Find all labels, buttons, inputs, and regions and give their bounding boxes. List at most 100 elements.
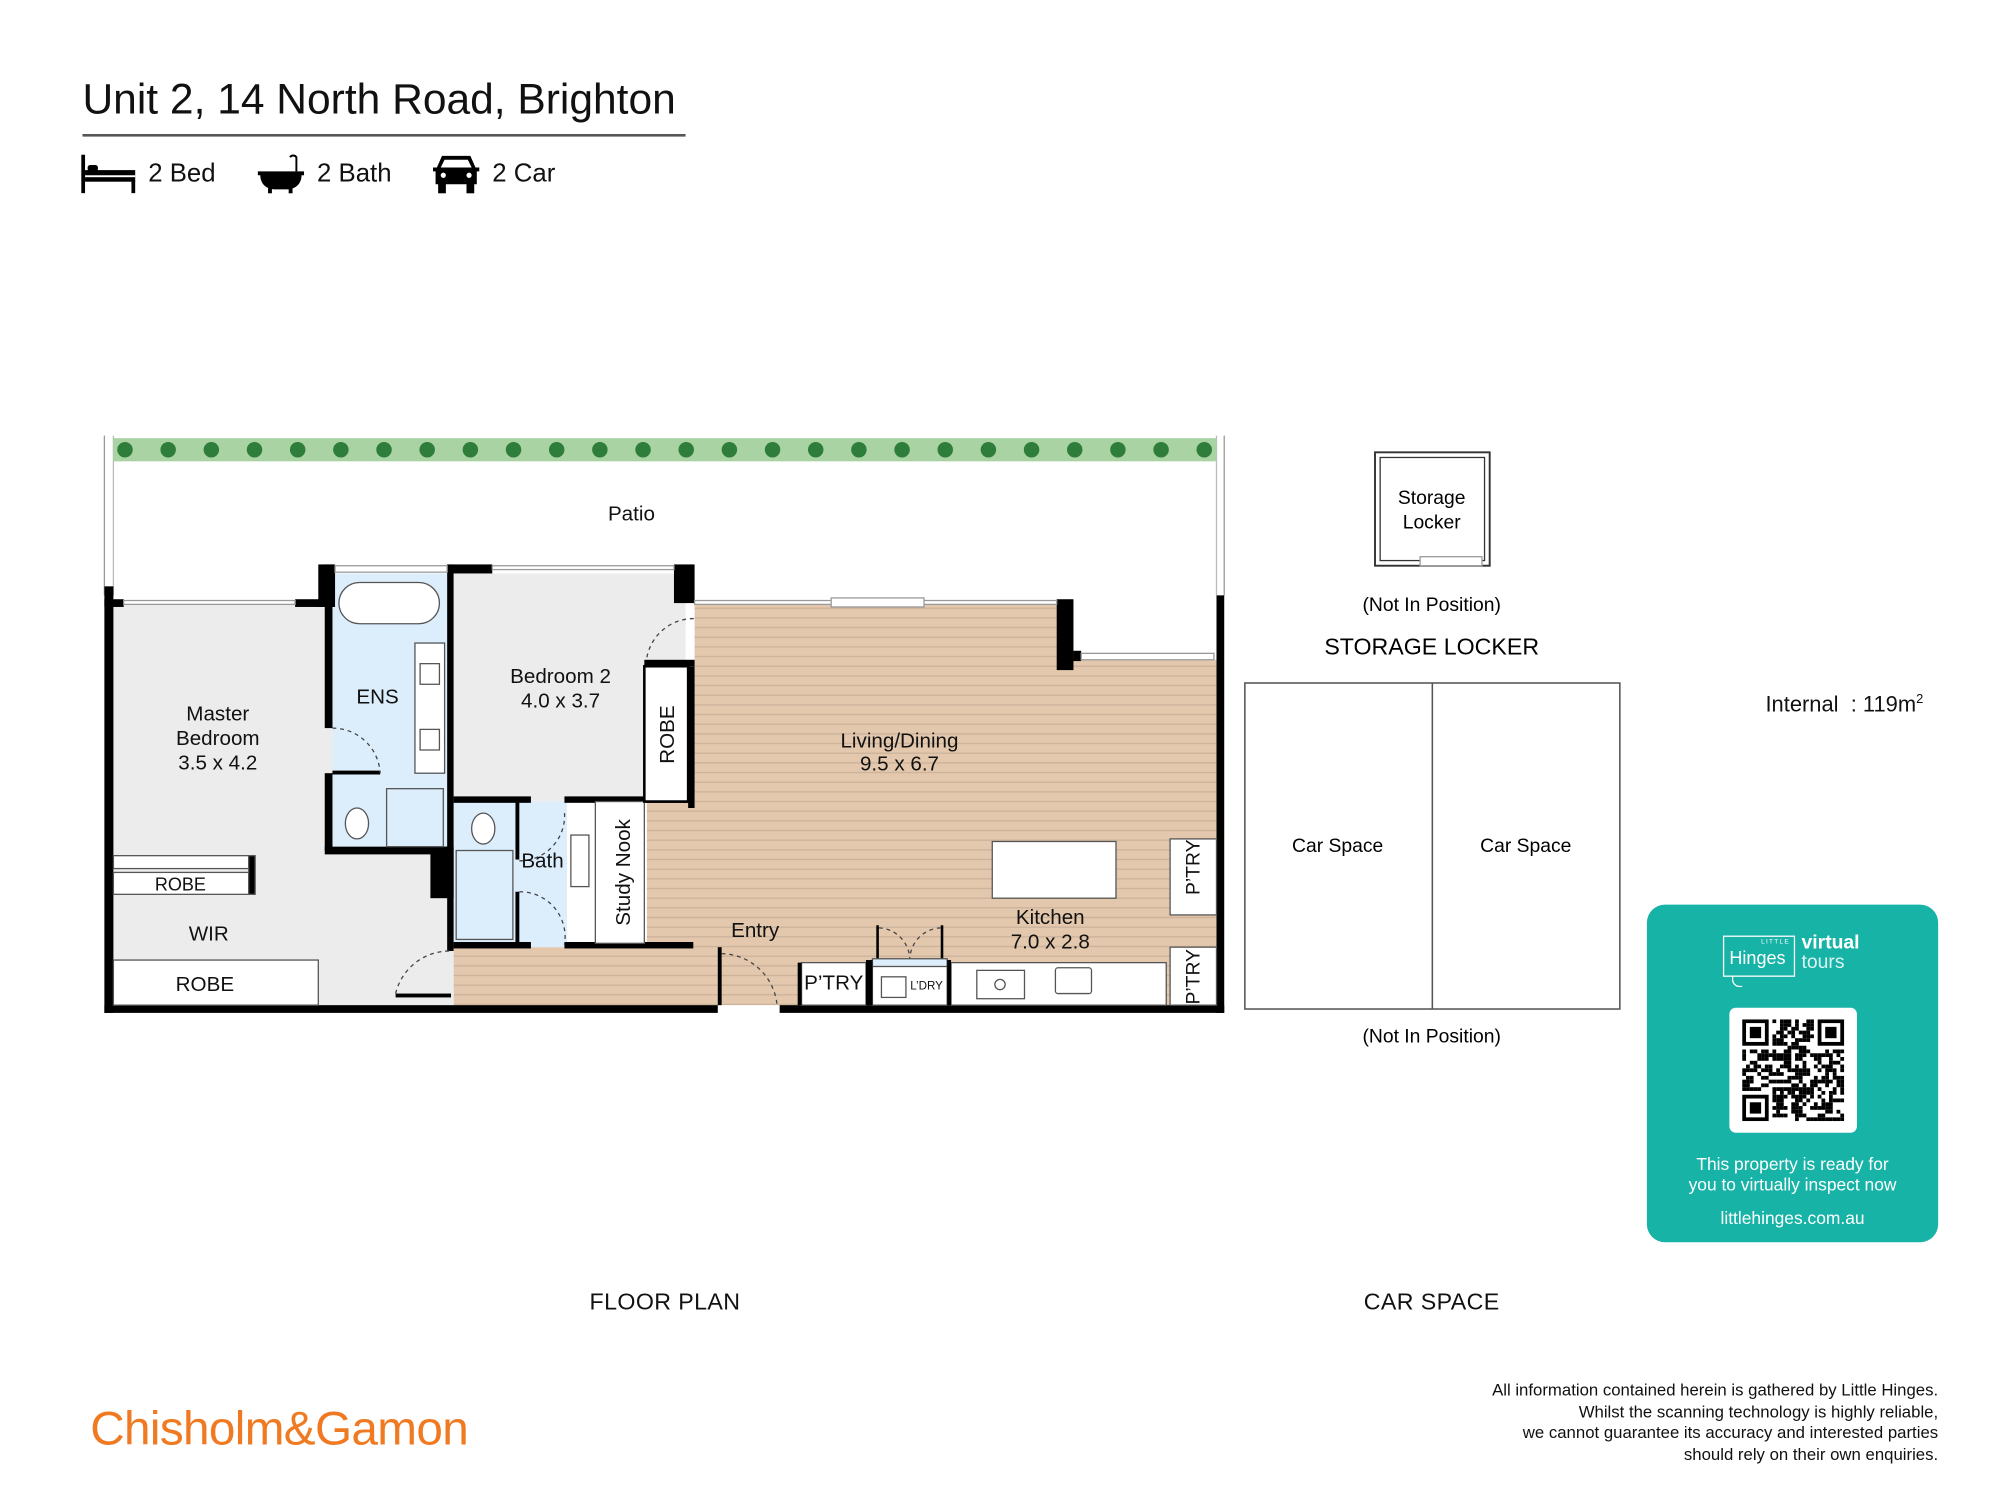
robe-lower — [112, 959, 319, 1006]
bathtub — [338, 581, 441, 625]
label-robe-bed2: ROBE — [656, 705, 679, 763]
living-floor — [453, 603, 1217, 1006]
little-hinges-logo: LITTLE Hinges — [1722, 935, 1796, 988]
study-nook-desk — [594, 800, 645, 944]
hedge-shrub — [160, 442, 176, 458]
hedge-shrub — [419, 442, 435, 458]
car-space-caption: CAR SPACE — [1363, 1288, 1500, 1315]
feature-car: 2 Car — [432, 152, 555, 196]
kitchen-sink — [1054, 967, 1093, 995]
hedge-shrub — [462, 442, 479, 458]
card-line-2: you to virtually inspect now — [1688, 1175, 1897, 1195]
qr-code[interactable] — [1729, 1007, 1857, 1133]
hedge-shrub — [807, 442, 824, 458]
hedge-shrub — [376, 442, 392, 458]
disclaimer-line: should rely on their own enquiries. — [1683, 1443, 1939, 1464]
label-patio: Patio — [608, 503, 655, 526]
label-bath: Bath — [521, 849, 563, 872]
patio — [103, 435, 1225, 601]
label-robe-upper: ROBE — [155, 874, 206, 894]
door-swings — [332, 617, 941, 1006]
virtual-tour-card[interactable]: LITTLE Hinges virtual tours This propert… — [1646, 904, 1939, 1243]
label-pantry-right-upper: P’TRY — [1184, 839, 1205, 895]
car-space-1: Car Space — [1292, 836, 1383, 857]
feature-bed: 2 Bed — [81, 152, 216, 196]
area-separator: : — [1850, 692, 1863, 717]
card-url[interactable]: littlehinges.com.au — [1720, 1208, 1865, 1229]
hedge-shrub — [203, 442, 220, 458]
label-master-2: Bedroom — [176, 727, 260, 750]
storage-heading: STORAGE LOCKER — [1324, 634, 1539, 660]
label-pantry-bottom: P’TRY — [804, 972, 863, 995]
hedge — [113, 438, 1217, 462]
internal-area: Internal : 119m2 — [1765, 692, 1923, 718]
sink — [419, 728, 441, 751]
hedge-shrub — [894, 442, 910, 458]
storage-label-2: Locker — [1403, 512, 1462, 533]
hedge-shrub — [851, 442, 867, 458]
hedge-shrub — [937, 442, 953, 458]
floor-plan-caption: FLOOR PLAN — [589, 1288, 741, 1315]
hedge-shrub — [980, 442, 997, 458]
hedge-shrub — [678, 442, 694, 458]
area-value: 119m — [1862, 692, 1917, 717]
disclaimer: All information contained herein is gath… — [1492, 1380, 1938, 1465]
hedge-shrub — [548, 442, 565, 458]
label-entry: Entry — [731, 919, 780, 942]
disclaimer-line: we cannot guarantee its accuracy and int… — [1522, 1422, 1939, 1443]
card-line-1: This property is ready for — [1696, 1154, 1889, 1174]
car-space-note: (Not In Position) — [1362, 1027, 1500, 1048]
label-kitchen-dims: 7.0 x 2.8 — [1011, 930, 1090, 953]
sink — [419, 663, 441, 685]
label-living-dims: 9.5 x 6.7 — [860, 753, 939, 776]
label-living: Living/Dining — [840, 729, 958, 752]
hedge-shrub — [721, 442, 738, 458]
storage-locker: Storage Locker (Not In Position) STORAGE… — [1324, 451, 1539, 660]
logo-brand-text: Hinges — [1729, 947, 1786, 968]
label-bedroom-2: Bedroom 2 — [510, 665, 611, 688]
hedge-shrub — [1110, 442, 1126, 458]
car-space-2: Car Space — [1480, 836, 1571, 857]
label-kitchen: Kitchen — [1016, 906, 1085, 929]
shower — [455, 849, 514, 941]
disclaimer-line: All information contained herein is gath… — [1492, 1380, 1939, 1400]
area-unit: 2 — [1916, 692, 1924, 707]
label-master: Master — [186, 702, 249, 725]
storage-label-1: Storage — [1398, 488, 1466, 509]
hedge-shrub — [592, 442, 608, 458]
bed-icon — [81, 154, 136, 194]
hedge-shrub — [764, 442, 781, 458]
hedge-shrub — [117, 442, 133, 458]
logo-tours-text: tours — [1801, 951, 1845, 973]
logo-small-text: LITTLE — [1761, 938, 1790, 946]
feature-bed-label: 2 Bed — [148, 159, 216, 188]
label-ens: ENS — [356, 686, 398, 709]
property-title: Unit 2, 14 North Road, Brighton — [82, 74, 676, 123]
hedge-shrub — [289, 442, 306, 458]
walls — [104, 564, 1225, 1013]
windows — [123, 565, 1215, 661]
car-icon — [432, 155, 480, 194]
hedge-shrub — [1153, 442, 1169, 458]
disclaimer-line: Whilst the scanning technology is highly… — [1578, 1401, 1939, 1421]
feature-bath-label: 2 Bath — [317, 159, 392, 188]
hedge-shrub — [1196, 442, 1212, 458]
toilet — [471, 812, 496, 845]
label-robe-lower: ROBE — [176, 973, 234, 996]
hedge-shrub — [635, 442, 651, 458]
agency-logo: Chisholm&Gamon — [90, 1402, 469, 1455]
car-spaces: Car Space Car Space (Not In Position) — [1244, 682, 1621, 1048]
label-bedroom-2-dims: 4.0 x 3.7 — [521, 689, 600, 712]
storage-note: (Not In Position) — [1362, 595, 1500, 616]
label-pantry-right-lower: P’TRY — [1184, 949, 1205, 1005]
hedge-shrub — [505, 442, 522, 458]
hedge-shrub — [246, 442, 263, 458]
label-wir: WIR — [189, 923, 229, 946]
fixtures — [112, 581, 1218, 1006]
toilet — [344, 807, 370, 840]
label-study-nook: Study Nook — [612, 818, 635, 925]
hedge-shrub — [333, 442, 349, 458]
area-label: Internal — [1765, 692, 1839, 717]
